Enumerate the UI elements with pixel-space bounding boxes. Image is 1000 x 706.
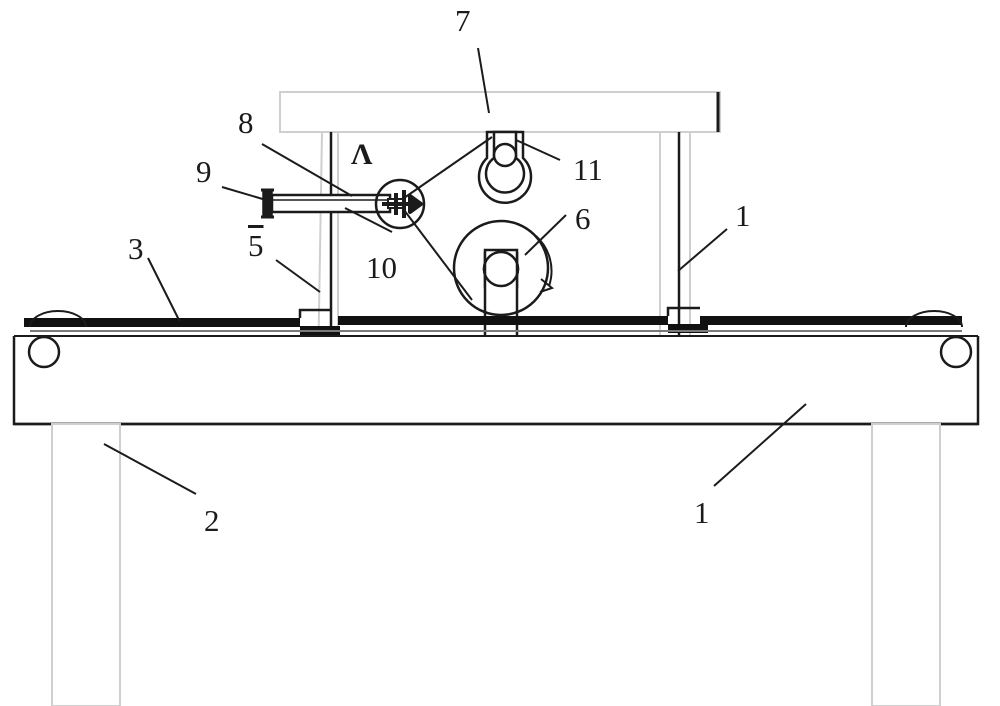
ref-label-9: 9 (196, 154, 212, 189)
ref-label-6: 6 (575, 201, 591, 236)
frame-body (12, 336, 980, 426)
orientation-caret-icon: Λ (351, 138, 373, 171)
drum-arrow-head (539, 278, 555, 293)
drum-shaft-outline (482, 250, 520, 288)
left-roller (27, 335, 61, 369)
ref-label-2: 2 (204, 503, 220, 538)
leader-9 (221, 186, 267, 201)
ref-label-1-bottom: 1 (694, 495, 710, 530)
leader-8 (261, 143, 353, 197)
rod-end-joint-circle (374, 178, 426, 230)
belt-top-middle (338, 316, 668, 325)
cylinder-mount-bracket (262, 190, 273, 216)
left-leg (51, 423, 121, 706)
frame-group (12, 310, 980, 426)
drum-arc-accent (535, 235, 553, 287)
leader-lines-group (103, 47, 807, 495)
leader-1-bottom (713, 403, 807, 487)
ref-label-8: 8 (238, 105, 254, 140)
belt-notch-right (666, 306, 700, 316)
pulley-leader-line (515, 139, 561, 161)
ref-label-7: 7 (455, 3, 471, 38)
leader-1-right (677, 228, 728, 272)
ref-label-11: 11 (573, 152, 603, 187)
right-leg (871, 423, 941, 706)
top-beam-group (279, 91, 721, 133)
cylinder-barrel (270, 193, 392, 214)
top-beam (279, 91, 721, 133)
pulley-wheel (492, 142, 518, 168)
leader-2 (103, 443, 197, 495)
belt-notch-left (298, 308, 330, 318)
leader-7 (477, 47, 490, 114)
conveyor-belt-group (24, 306, 962, 335)
right-roller-arc (905, 310, 963, 328)
belt-notch-right-fill (668, 324, 708, 333)
rod-end-joint-detail (382, 190, 423, 218)
right-roller (939, 335, 973, 369)
leader-5 (275, 259, 321, 293)
winding-drum-group (452, 219, 550, 317)
drum-outer (452, 219, 550, 317)
cable-joint-to-drum (403, 209, 473, 301)
ref-label-5: 5 (248, 228, 264, 263)
legs-group (51, 423, 941, 706)
belt-top-left (24, 318, 300, 327)
ref-label-3: 3 (128, 231, 144, 266)
guide-pulley-group (477, 130, 533, 205)
ref-label-1-right: 1 (735, 198, 751, 233)
left-roller-arc (29, 310, 87, 328)
ref-label-10: 10 (366, 250, 397, 285)
drum-leader-line (524, 214, 567, 256)
leader-3 (147, 257, 181, 323)
belt-top-right (700, 316, 962, 325)
cylinder-group (261, 178, 426, 230)
leader-10 (344, 207, 393, 233)
